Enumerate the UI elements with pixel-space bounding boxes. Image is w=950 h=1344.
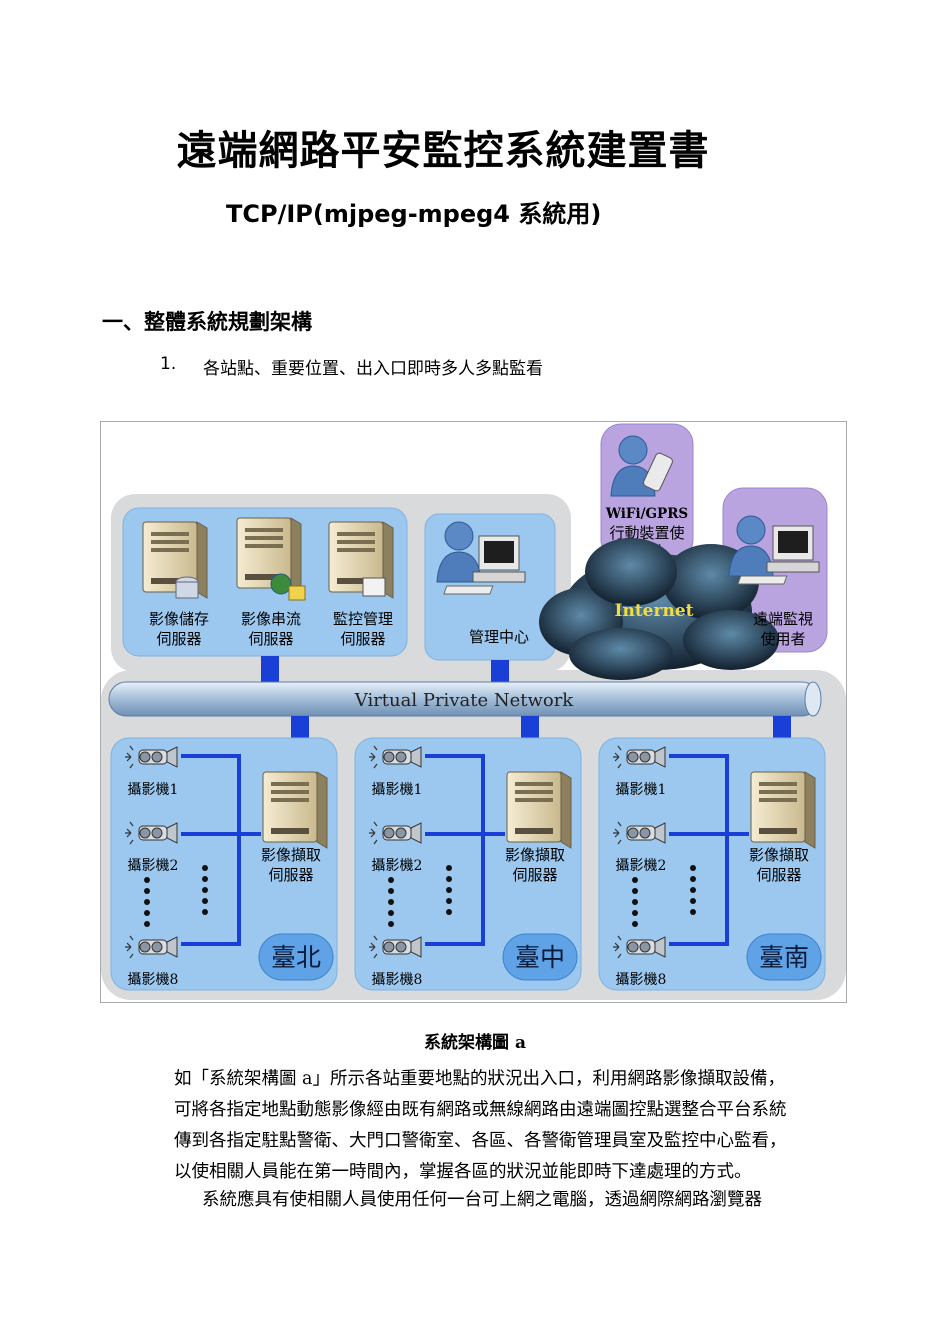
document-subtitle: TCP/IP(mjpeg-mpeg4 系統用) [226, 200, 602, 228]
camera-label: 攝影機2 [372, 858, 423, 874]
paragraph-line: 可將各指定地點動態影像經由既有網路或無線網路由遠端圖控點選整合平台系統 [174, 1100, 787, 1120]
control-center-label: 管理中心 [469, 628, 529, 646]
camera-label: 攝影機8 [372, 972, 423, 988]
mobile-user-label-1: WiFi/GPRS [605, 506, 688, 522]
paragraph: 如「系統架構圖 a」所示各站重要地點的狀況出入口，利用網路影像擷取設備， 可將各… [174, 1064, 854, 1188]
site-badge [746, 933, 822, 981]
ellipsis-dot [446, 898, 452, 904]
list-number: 1. [160, 354, 177, 374]
capture-server-icon [750, 771, 816, 849]
ellipsis-dot [144, 899, 150, 905]
camera-label: 攝影機1 [372, 782, 423, 798]
connector [491, 660, 509, 686]
connector-bracket [669, 754, 729, 946]
ellipsis-dot [632, 888, 638, 894]
list-item-text: 各站點、重要位置、出入口即時多人多點監看 [203, 359, 543, 379]
ellipsis-dot [690, 887, 696, 893]
paragraph: 系統應具有使相關人員使用任何一台可上網之電腦，透過網際網路瀏覽器 [202, 1190, 762, 1210]
ellipsis-dot [202, 909, 208, 915]
ellipsis-dot [632, 910, 638, 916]
ellipsis-dot [632, 921, 638, 927]
capture-server-icon [506, 771, 572, 849]
ellipsis-dot [144, 921, 150, 927]
connector-bracket [181, 754, 241, 946]
ellipsis-dot [690, 876, 696, 882]
ellipsis-dot [202, 898, 208, 904]
storage-server-label-2: 伺服器 [156, 630, 201, 648]
ellipsis-dot [690, 898, 696, 904]
ellipsis-dot [202, 865, 208, 871]
architecture-svg: 影像儲存 伺服器 影像串流 伺服器 監控管理 伺服器 管理中心 WiFi/GPR… [101, 423, 846, 1000]
streaming-server-label-2: 伺服器 [248, 630, 293, 648]
capture-server-label-1: 影像擷取 [749, 846, 809, 864]
phone-icon [643, 452, 673, 492]
capture-server-icon [262, 771, 328, 849]
streaming-server-label-1: 影像串流 [241, 610, 301, 628]
system-architecture-diagram: 影像儲存 伺服器 影像串流 伺服器 監控管理 伺服器 管理中心 WiFi/GPR… [100, 421, 847, 1003]
ellipsis-dot [144, 888, 150, 894]
ellipsis-dot [202, 887, 208, 893]
remote-user-label-1: 遠端監視 [753, 610, 813, 628]
ellipsis-dot [144, 910, 150, 916]
site-name: 臺中 [515, 943, 565, 972]
capture-server-label-1: 影像擷取 [505, 846, 565, 864]
ellipsis-dot [388, 888, 394, 894]
figure-caption: 系統架構圖 a [424, 1033, 526, 1053]
capture-server-label-2: 伺服器 [756, 866, 801, 884]
camera-label: 攝影機8 [616, 972, 667, 988]
site-badge [258, 933, 334, 981]
capture-server-label-1: 影像擷取 [261, 846, 321, 864]
ellipsis-dot [144, 877, 150, 883]
document-title: 遠端網路平安監控系統建置書 [176, 127, 710, 174]
ellipsis-dot [632, 877, 638, 883]
ellipsis-dot [388, 877, 394, 883]
camera-label: 攝影機2 [128, 858, 179, 874]
camera-label: 攝影機1 [128, 782, 179, 798]
remote-user-label-2: 使用者 [760, 630, 805, 648]
capture-server-label-2: 伺服器 [512, 866, 557, 884]
ellipsis-dot [388, 921, 394, 927]
mobile-user-label-2: 行動裝置使 [609, 524, 684, 542]
ellipsis-dot [446, 887, 452, 893]
ellipsis-dot [202, 876, 208, 882]
site-badge [502, 933, 578, 981]
connector-bracket [425, 754, 485, 946]
ellipsis-dot [446, 909, 452, 915]
connector [261, 656, 279, 686]
capture-server-label-2: 伺服器 [268, 866, 313, 884]
vpn-label: Virtual Private Network [354, 690, 575, 711]
section-heading: 一、整體系統規劃架構 [102, 309, 312, 334]
camera-label: 攝影機2 [616, 858, 667, 874]
ellipsis-dot [388, 899, 394, 905]
management-server-label-1: 監控管理 [333, 610, 393, 628]
internet-cloud [539, 538, 779, 680]
ellipsis-dot [446, 865, 452, 871]
ellipsis-dot [446, 876, 452, 882]
storage-server-label-1: 影像儲存 [149, 610, 209, 628]
ellipsis-dot [632, 899, 638, 905]
internet-label: Internet [615, 601, 694, 621]
paragraph-line: 傳到各指定駐點警衛、大門口警衛室、各區、各警衛管理員室及監控中心監看， [174, 1131, 787, 1151]
paragraph-line: 如「系統架構圖 a」所示各站重要地點的狀況出入口，利用網路影像擷取設備， [174, 1069, 785, 1089]
camera-label: 攝影機8 [128, 972, 179, 988]
ellipsis-dot [690, 909, 696, 915]
site-name: 臺北 [271, 943, 321, 972]
management-server-label-2: 伺服器 [340, 630, 385, 648]
paragraph-line: 以使相關人員能在第一時間內，掌握各區的狀況並能即時下達處理的方式。 [174, 1162, 752, 1182]
ellipsis-dot [690, 865, 696, 871]
camera-label: 攝影機1 [616, 782, 667, 798]
site-name: 臺南 [759, 943, 809, 972]
ellipsis-dot [388, 910, 394, 916]
